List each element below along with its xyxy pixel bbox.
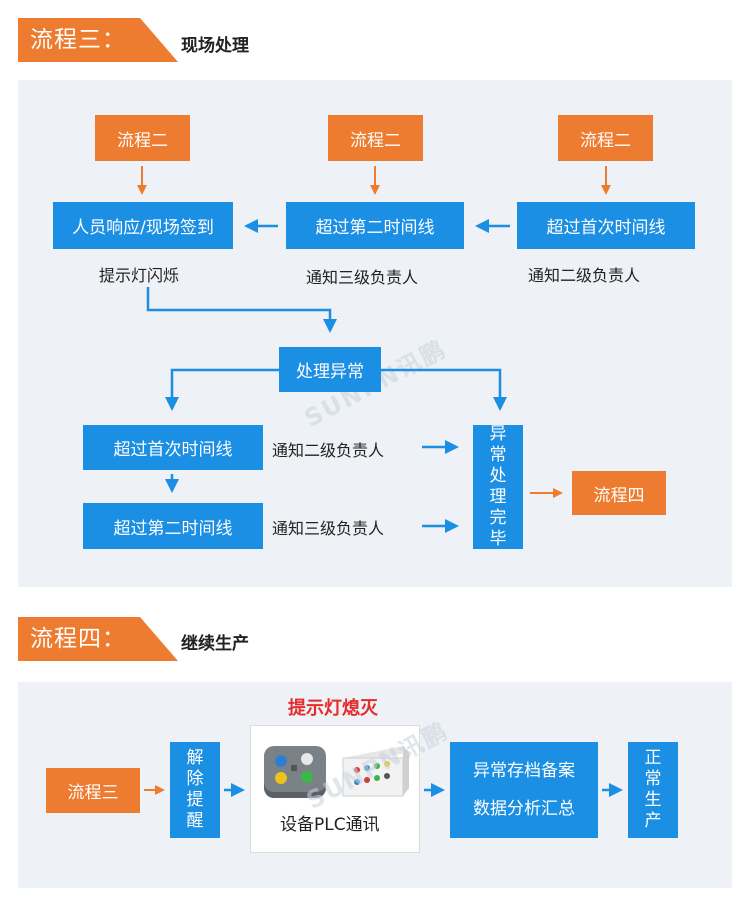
arrow-process-to-left (165, 368, 279, 411)
first-timeline-box-top: 超过首次时间线 (517, 202, 695, 249)
normal-char-3: 产 (644, 811, 662, 831)
staff-response-box: 人员响应/现场签到 (53, 202, 233, 249)
section4-title: 继续生产 (181, 634, 249, 654)
flow2-box-left: 流程二 (95, 115, 190, 161)
process-exception-box: 处理异常 (279, 347, 381, 392)
indicator-blink-label: 提示灯闪烁 (99, 266, 180, 285)
section3-tag-text: 流程三： (30, 27, 126, 53)
device-card: 设备PLC通讯 (250, 725, 420, 853)
exception-done-char-0: 异 (489, 424, 507, 444)
archive-line: 异常存档备案 (473, 761, 575, 781)
exception-done-char-2: 处 (489, 466, 507, 486)
normal-char-2: 生 (644, 790, 662, 810)
exception-done-char-3: 理 (489, 487, 507, 507)
release-char-1: 除 (186, 769, 204, 789)
flow2-box-middle: 流程二 (328, 115, 423, 161)
section3-tag: 流程三： (18, 18, 178, 62)
release-char-0: 解 (186, 748, 204, 768)
normal-char-0: 正 (644, 748, 662, 768)
notify-level2-label-top: 通知二级负责人 (528, 266, 641, 285)
section4-tag-shape (18, 617, 178, 661)
exception-done-box: 异 常 处 理 完 毕 (473, 424, 523, 549)
section3-tag-shape (18, 18, 178, 62)
flow4-box: 流程四 (572, 471, 666, 515)
exception-done-char-5: 毕 (489, 529, 507, 549)
second-timeline-box-bottom: 超过第二时间线 (83, 503, 263, 549)
indicator-controller-image (264, 746, 326, 798)
release-reminder-box: 解 除 提 醒 (170, 742, 220, 838)
section4-tag-text: 流程四： (30, 626, 126, 652)
archive-analysis-box: 异常存档备案 数据分析汇总 (450, 742, 598, 838)
arrow-process-to-done (381, 368, 507, 411)
indicator-off-title: 提示灯熄灭 (288, 698, 378, 719)
analysis-line: 数据分析汇总 (473, 799, 575, 819)
notify-level3-label-top: 通知三级负责人 (306, 268, 419, 287)
section4-tag: 流程四： (18, 617, 178, 661)
notify-level2-label-bottom: 通知二级负责人 (272, 441, 385, 460)
release-char-2: 提 (186, 790, 204, 810)
device-plc-label: 设备PLC通讯 (280, 815, 380, 835)
flow2-box-right: 流程二 (558, 115, 653, 161)
arrow-blink-to-process (146, 287, 337, 333)
exception-done-char-4: 完 (489, 508, 507, 528)
plc-module-image (342, 746, 409, 797)
release-char-3: 醒 (186, 811, 204, 831)
section3-title: 现场处理 (181, 36, 249, 56)
notify-level3-label-bottom: 通知三级负责人 (272, 519, 385, 538)
exception-done-char-1: 常 (489, 445, 507, 465)
normal-char-1: 常 (644, 769, 662, 789)
first-timeline-box-bottom: 超过首次时间线 (83, 425, 263, 470)
second-timeline-box-top: 超过第二时间线 (286, 202, 464, 249)
normal-production-box: 正 常 生 产 (628, 742, 678, 838)
flow3-box: 流程三 (46, 768, 140, 813)
